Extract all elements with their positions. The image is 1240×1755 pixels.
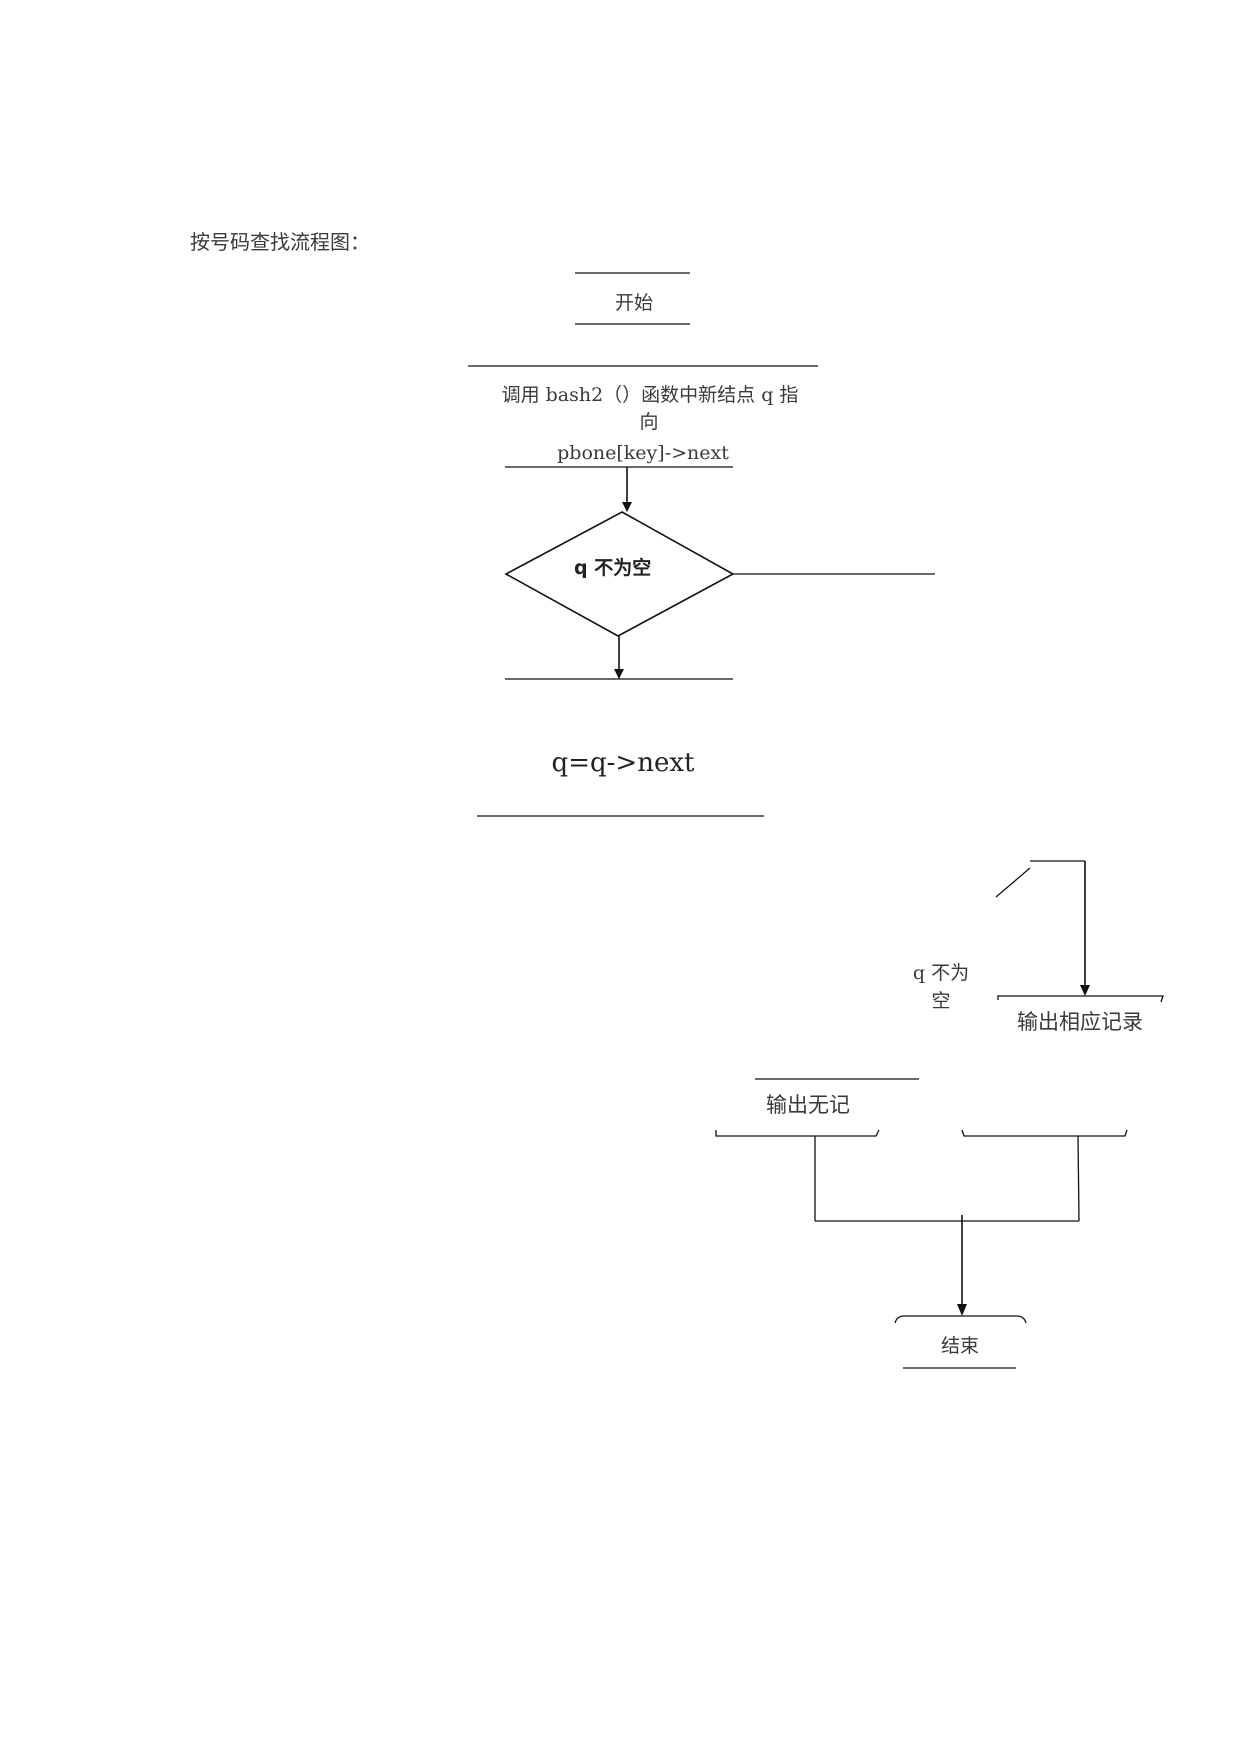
output-none-bottom-border bbox=[715, 1129, 880, 1137]
branch-slant-line bbox=[995, 867, 1031, 898]
call-box-label-line3: pbone[key]->next bbox=[557, 442, 729, 464]
output-none-label: 输出无记 bbox=[766, 1093, 850, 1117]
branch-label-line1: q 不为 bbox=[912, 962, 970, 984]
end-label: 结束 bbox=[940, 1335, 980, 1357]
call-box-label-line2: 向 bbox=[639, 411, 659, 433]
arrowhead-to-output-record bbox=[1080, 985, 1090, 996]
arrowhead-to-end bbox=[957, 1304, 967, 1316]
call-box-label-line1: 调用 bash2（）函数中新结点 q 指 bbox=[501, 384, 799, 406]
arrowhead-call-to-decision bbox=[622, 502, 632, 512]
end-top-border bbox=[894, 1315, 1027, 1324]
decision-label: q 不为空 bbox=[574, 557, 652, 579]
arrowhead-decision-to-advance bbox=[614, 669, 624, 679]
output-record-top-border bbox=[997, 995, 1164, 1003]
advance-label: q=q->next bbox=[551, 748, 695, 778]
output-record-bottom-border bbox=[961, 1129, 1128, 1137]
output-record-label: 输出相应记录 bbox=[1017, 1010, 1143, 1034]
decision-diamond bbox=[504, 511, 735, 637]
merge-right-vertical bbox=[1077, 1135, 1080, 1222]
branch-label-line2: 空 bbox=[931, 990, 951, 1012]
page-heading: 按号码查找流程图： bbox=[190, 230, 370, 254]
start-label: 开始 bbox=[614, 292, 654, 314]
